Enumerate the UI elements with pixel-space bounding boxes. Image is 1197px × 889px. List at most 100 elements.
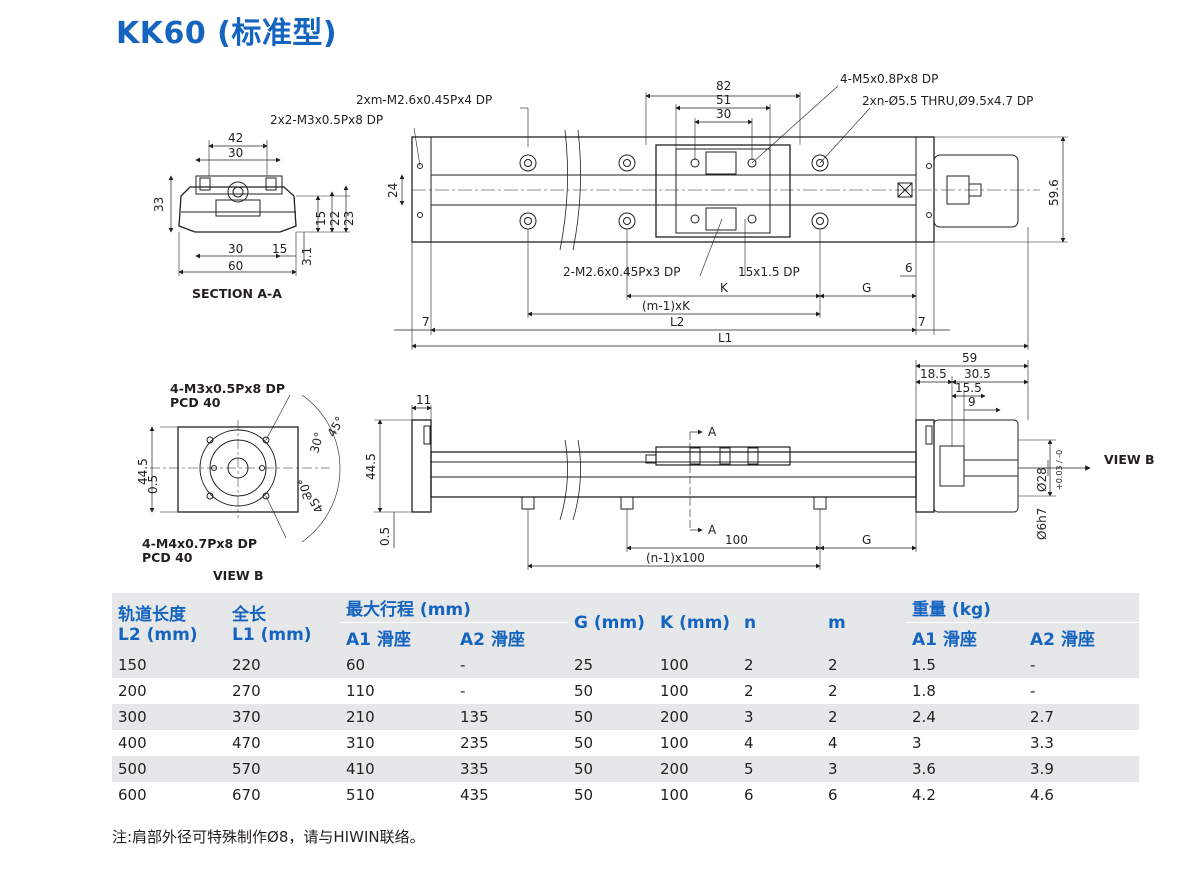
header-k: K (mm) [654,593,739,652]
table-cell: - [1030,682,1036,700]
dim-0-5-side: 0.5 [378,527,392,546]
dim-6: 6 [905,261,913,275]
dim-100: 100 [725,533,748,547]
section-labels: 42 30 33 15 22 23 30 15 60 3.1 SECTION A… [152,131,356,301]
table-cell: 235 [460,734,489,752]
table-cell: 210 [340,704,454,730]
page-title: KK60 (标准型) [116,16,338,51]
note-15x1-5: 15x1.5 DP [738,265,800,279]
table-cell: 3 [912,734,922,752]
pcd-40-bottom: PCD 40 [142,550,193,565]
table-cell: 2 [744,682,754,700]
dim-15-bottom: 15 [272,242,287,256]
table-cell: 50 [574,734,594,752]
section-a-a-label: SECTION A-A [192,286,282,301]
angle-30-top: 30° [307,431,326,455]
note-4-m4: 4-M4x0.7Px8 DP [142,536,257,551]
view-b-arrow-label: VIEW B [1104,452,1155,467]
table-cell: 510 [346,786,375,804]
table-subheader-row: A1 滑座 A2 滑座 A1 滑座 A2 滑座 [112,622,1140,652]
footnote: 注:肩部外径可特殊制作Ø8，请与HIWIN联络。 [112,828,425,846]
dim-g-top: G [862,281,871,295]
table-cell: 470 [232,734,261,752]
view-b-drawing [149,394,341,543]
dim-0-5-viewb: 0.5 [146,475,160,494]
header-weight-a2: A2 滑座 [1024,622,1140,652]
top-view-labels: 2xm-M2.6x0.45Px4 DP 2x2-M3x0.5Px8 DP 4-M… [270,72,1061,345]
header-total-length-label: 全长 [232,605,266,625]
table-cell: 1.5 [906,652,1025,678]
header-total-length-unit: L1 (mm) [232,625,312,645]
top-view [394,85,1068,350]
table-cell: 3.6 [906,756,1025,782]
dim-30-top: 30 [716,107,731,121]
table-cell: 670 [232,786,261,804]
side-view-labels: 11 44.5 0.5 A A 100 G (n-1)x100 59 18.5 … [364,351,1155,565]
view-b-label: VIEW B [213,568,264,583]
table-cell: 150 [112,652,226,678]
section-marker-a-top: A [708,425,717,439]
header-stroke-a2: A2 滑座 [454,622,569,652]
dim-9: 9 [968,395,976,409]
header-n: n [738,593,823,652]
dim-59: 59 [962,351,977,365]
header-weight-a1: A1 滑座 [906,622,1025,652]
table-cell: 400 [118,734,147,752]
dim-30-5: 30.5 [964,367,991,381]
table-cell: 200 [654,756,739,782]
mounting-holes [417,154,932,230]
dim-7-left: 7 [422,315,430,329]
technical-drawing: 42 30 33 15 22 23 30 15 60 3.1 SECTION A… [136,72,1155,583]
table-cell: 1.8 [912,682,936,700]
dim-30-top: 30 [228,146,243,160]
note-4-m3: 4-M3x0.5Px8 DP [170,381,285,396]
header-stroke-a1: A1 滑座 [340,622,454,652]
table-header-row: 轨道长度 L2 (mm) 全长 L1 (mm) 最大行程 (mm) G (mm)… [112,593,1140,652]
dim-7-right: 7 [918,315,926,329]
dim-24: 24 [386,183,400,198]
table-cell: - [454,652,569,678]
table-cell: 370 [226,704,340,730]
dim-23: 23 [342,211,356,226]
side-view [374,360,1091,570]
spec-table: 轨道长度 L2 (mm) 全长 L1 (mm) 最大行程 (mm) G (mm)… [112,593,1140,808]
dim-30-bottom: 30 [228,242,243,256]
table-cell: 50 [574,786,594,804]
dim-82: 82 [716,79,731,93]
angle-30-bottom: 30° [296,477,315,501]
table-cell: 4.6 [1030,786,1054,804]
table-cell: 2 [828,682,838,700]
dim-44-5-viewb: 44.5 [136,458,150,485]
dim-15-right: 15 [314,211,328,226]
table-cell: 3.3 [1030,734,1054,752]
header-m: m [822,593,907,652]
dim-m1-k: (m-1)xK [642,299,691,313]
view-b-labels: 4-M3x0.5Px8 DP PCD 40 4-M4x0.7Px8 DP PCD… [136,381,347,583]
dim-22: 22 [328,211,342,226]
note-xn-thru: 2xn-Ø5.5 THRU,Ø9.5x4.7 DP [862,94,1033,108]
table-cell: 435 [460,786,489,804]
dim-42: 42 [228,131,243,145]
dim-3-1: 3.1 [300,247,314,266]
note-xm-m2-6: 2xm-M2.6x0.45Px4 DP [356,93,492,107]
table-cell: 4.2 [912,786,936,804]
table-cell: 135 [454,704,569,730]
table-cell: 6 [744,786,754,804]
header-g: G (mm) [568,593,655,652]
header-rail-length-label: 轨道长度 [118,605,186,625]
table-cell: 3.9 [1024,756,1140,782]
note-2-m2-6: 2-M2.6x0.45Px3 DP [563,265,681,279]
header-rail-length: 轨道长度 L2 (mm) [112,593,226,652]
dim-51: 51 [716,93,731,107]
dim-15-5: 15.5 [955,381,982,395]
pcd-40-top: PCD 40 [170,395,221,410]
dim-11: 11 [416,393,431,407]
table-cell: 50 [568,756,655,782]
header-weight: 重量 (kg) [906,593,1140,623]
header-max-stroke: 最大行程 (mm) [340,593,569,623]
dim-g-side: G [862,533,871,547]
